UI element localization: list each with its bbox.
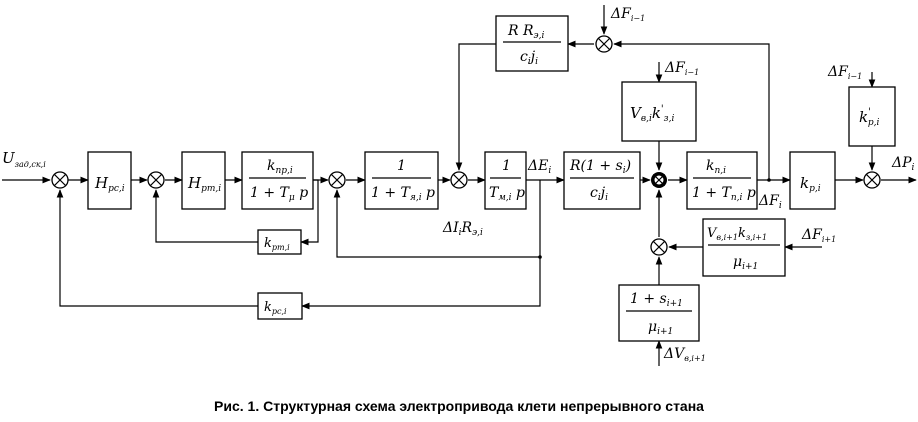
block-k-pr: kпр,i 1 + Tμ p <box>241 151 314 210</box>
svg-text:kрс,i: kрс,i <box>264 300 287 316</box>
block-k-rt: kрт,i <box>257 229 302 255</box>
svg-text:1: 1 <box>502 158 511 174</box>
svg-text:1 + si+1: 1 + si+1 <box>630 291 683 309</box>
block-h-rt: Hрт,i <box>181 151 226 210</box>
svg-text:1 + Tμ p: 1 + Tμ p <box>250 185 308 203</box>
block-kp-prime: k'р,i <box>848 86 896 147</box>
label-df-out: ΔFi <box>758 193 782 211</box>
svg-text:Vв,i+1kз,i+1: Vв,i+1kз,i+1 <box>707 226 767 242</box>
signal-lines <box>2 5 917 366</box>
label-dv: ΔVв,i+1 <box>663 346 706 363</box>
signal-labels: Uзад,ск,i ΔEi ΔFi−1 ΔFi−1 ΔFi−1 ΔFi ΔFi+… <box>2 6 915 363</box>
block-tf-armature: 1 1 + Tя,i p <box>364 151 439 210</box>
block-v-k: Vв,ik'з,i <box>621 81 697 142</box>
label-df-mid: ΔFi−1 <box>664 60 699 77</box>
block-k-rs: kрс,i <box>257 292 303 320</box>
block-kp: kп,i 1 + Tп,i p <box>686 151 758 210</box>
svg-text:kпр,i: kпр,i <box>267 158 293 176</box>
label-dp: ΔPi <box>891 155 915 173</box>
svg-text:R(1 + si): R(1 + si) <box>569 158 631 176</box>
svg-text:kрт,i: kрт,i <box>264 236 290 252</box>
svg-text:Hрт,i: Hрт,i <box>187 174 221 194</box>
block-rr-cj: R Rэ,i ciji <box>495 15 569 72</box>
svg-text:1 + Tя,i p: 1 + Tя,i p <box>371 185 435 203</box>
summer-output <box>863 171 881 189</box>
block-tm: 1 Tм,i p <box>484 151 527 210</box>
block-kp-gain: kр,i <box>789 151 836 210</box>
svg-text:ciji: ciji <box>520 49 538 67</box>
svg-text:μi+1: μi+1 <box>733 254 758 272</box>
summer-3 <box>328 171 346 189</box>
svg-text:1: 1 <box>397 158 406 174</box>
label-de: ΔEi <box>527 158 551 176</box>
svg-text:kп,i: kп,i <box>706 158 726 176</box>
label-df-next: ΔFi+1 <box>801 227 836 244</box>
figure-caption: Рис. 1. Структурная схема электропривода… <box>214 398 704 414</box>
svg-text:μi+1: μi+1 <box>648 319 673 337</box>
summer-2 <box>147 171 165 189</box>
svg-text:kр,i: kр,i <box>800 174 821 194</box>
label-u-input: Uзад,ск,i <box>2 149 46 169</box>
label-df-right: ΔFi−1 <box>827 64 862 81</box>
svg-text:Tм,i p: Tм,i p <box>489 185 525 203</box>
svg-text:k'р,i: k'р,i <box>859 107 879 128</box>
svg-text:R Rэ,i: R Rэ,i <box>507 23 544 41</box>
summer-4 <box>450 171 468 189</box>
svg-text:ciji: ciji <box>590 185 608 203</box>
block-v-next: Vв,i+1kз,i+1 μi+1 <box>702 218 786 277</box>
svg-text:Hрс,i: Hрс,i <box>94 174 125 194</box>
block-s-next: 1 + si+1 μi+1 <box>618 284 700 342</box>
summing-junctions <box>51 35 881 256</box>
svg-text:Vв,ik'з,i: Vв,ik'з,i <box>630 104 674 124</box>
summer-main-filled <box>651 172 667 188</box>
block-r-cj: R(1 + si) ciji <box>563 151 641 210</box>
summer-1 <box>51 171 69 189</box>
summer-lower <box>650 238 668 256</box>
svg-text:1 + Tп,i p: 1 + Tп,i p <box>692 185 756 203</box>
summer-top <box>595 35 613 53</box>
label-di-r: ΔIiRэ,i <box>442 220 483 238</box>
label-df-top: ΔFi−1 <box>610 6 645 23</box>
block-h-rs: Hрс,i <box>87 151 132 210</box>
